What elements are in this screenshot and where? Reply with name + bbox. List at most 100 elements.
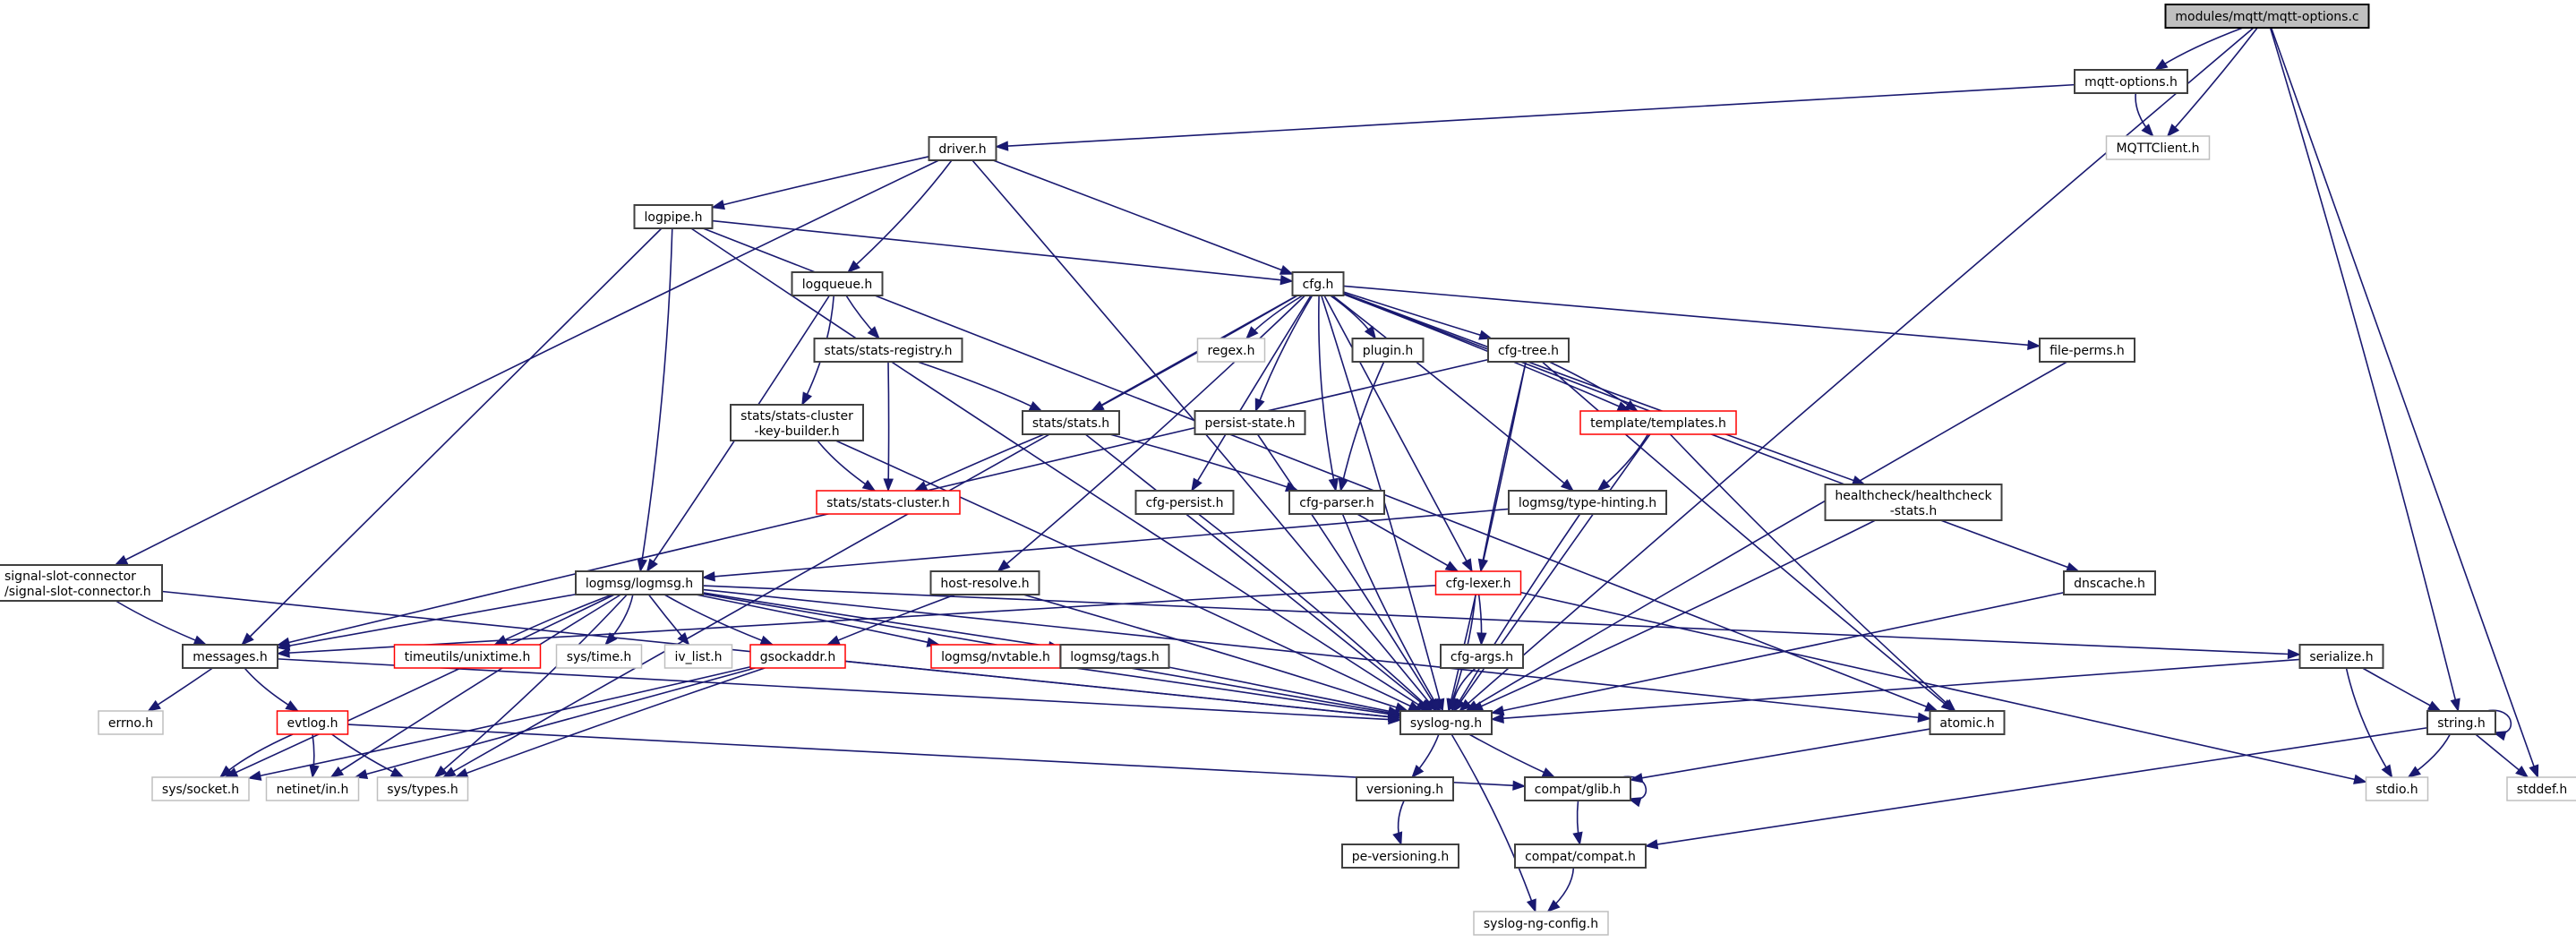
node-label: timeutils/unixtime.h <box>405 650 531 664</box>
node-cfg-tree-h[interactable]: cfg-tree.h <box>1487 338 1570 363</box>
edge-messages_h-to-syslog_ng_h <box>277 658 1402 725</box>
node-file-perms-h[interactable]: file-perms.h <box>2039 338 2135 363</box>
arrowhead-icon <box>329 766 345 778</box>
node-label: atomic.h <box>1939 716 1994 731</box>
node-compat-glib-h[interactable]: compat/glib.h <box>1524 776 1631 801</box>
edge-compat_compat_h-to-syslog_ng_config_h <box>1546 867 1575 912</box>
edge-cfg_h-to-host_resolve_h <box>997 295 1306 572</box>
arrowhead-icon <box>701 571 715 582</box>
node-cfg-lexer-h[interactable]: cfg-lexer.h <box>1434 570 1522 595</box>
arrowhead-icon <box>867 326 880 340</box>
node-cfg-args-h[interactable]: cfg-args.h <box>1440 644 1524 669</box>
edge-cfg_tree_h-to-templates_h <box>1548 361 1639 412</box>
arrowhead-icon <box>2027 339 2041 351</box>
node-persist-state-h[interactable]: persist-state.h <box>1194 410 1306 435</box>
node-label: logmsg/type-hinting.h <box>1519 496 1656 510</box>
node-box <box>663 644 733 669</box>
arrowhead-icon <box>276 640 291 651</box>
edge-cfg_h-to-persist_state_h <box>1254 295 1314 413</box>
arrowhead-icon <box>276 647 290 658</box>
node-label: syslog-ng-config.h <box>1484 917 1598 931</box>
node-atomic-h[interactable]: atomic.h <box>1929 710 2006 735</box>
node-label: persist-state.h <box>1204 416 1295 431</box>
node-box <box>265 776 360 801</box>
node-string-h[interactable]: string.h <box>2426 710 2496 735</box>
arrowhead-icon <box>997 559 1011 572</box>
node-compat-compat-h[interactable]: compat/compat.h <box>1514 844 1647 869</box>
node-signal-slot-h[interactable]: signal-slot-connector/signal-slot-connec… <box>0 564 163 602</box>
arrowhead-icon <box>2141 124 2154 138</box>
node-host-resolve-h[interactable]: host-resolve.h <box>929 570 1040 595</box>
node-cfg-parser-h[interactable]: cfg-parser.h <box>1288 490 1385 515</box>
arrowhead-icon <box>637 558 647 573</box>
node-driver-h[interactable]: driver.h <box>928 136 997 161</box>
node-nvtable-h[interactable]: logmsg/nvtable.h <box>930 644 1061 669</box>
node-box <box>2063 570 2156 595</box>
edge-cfg_h-to-type_hinting_h <box>1331 295 1575 492</box>
edge-driver_h-to-logqueue_h <box>847 159 953 273</box>
node-label: sys/time.h <box>567 650 632 664</box>
node-label: logqueue.h <box>802 278 873 292</box>
node-stddef-h: stddef.h <box>2506 776 2576 801</box>
node-label: compat/glib.h <box>1535 783 1621 797</box>
node-box <box>1134 490 1235 515</box>
edge-logmsg_h-to-iv_list_h <box>647 594 690 647</box>
node-cfg-h[interactable]: cfg.h <box>1291 271 1345 296</box>
edges-layer <box>114 27 2539 913</box>
arrowhead-icon <box>1461 558 1473 573</box>
node-unixtime-h[interactable]: timeutils/unixtime.h <box>393 644 542 669</box>
node-logqueue-h[interactable]: logqueue.h <box>791 271 884 296</box>
node-evtlog-h[interactable]: evtlog.h <box>276 710 349 735</box>
arrowhead-icon <box>1338 477 1348 492</box>
node-pe-versioning-h[interactable]: pe-versioning.h <box>1341 844 1459 869</box>
node-serialize-h[interactable]: serialize.h <box>2298 644 2384 669</box>
node-type-hinting-h[interactable]: logmsg/type-hinting.h <box>1508 490 1667 515</box>
edge-syslog_ng_h-to-versioning_h <box>1411 733 1440 779</box>
edge-cfg_h-to-cfg_tree_h <box>1343 291 1493 340</box>
edge-gsockaddr_h-to-sys_socket_h <box>247 665 751 781</box>
node-box <box>555 644 643 669</box>
node-plugin-h[interactable]: plugin.h <box>1351 338 1425 363</box>
node-cfg-persist-h[interactable]: cfg-persist.h <box>1134 490 1235 515</box>
node-gsockaddr-h[interactable]: gsockaddr.h <box>749 644 846 669</box>
node-stdio-h: stdio.h <box>2365 776 2429 801</box>
arrowhead-icon <box>2381 764 2393 779</box>
node-label: sys/types.h <box>387 783 458 797</box>
node-label: signal-slot-connector <box>4 569 136 584</box>
node-root[interactable]: modules/mqtt/mqtt-options.c <box>2164 4 2370 29</box>
node-mqtt-options-h[interactable]: mqtt-options.h <box>2074 69 2188 94</box>
node-syslog-ng-h[interactable]: syslog-ng.h <box>1399 710 1493 735</box>
node-versioning-h[interactable]: versioning.h <box>1356 776 1454 801</box>
node-logpipe-h[interactable]: logpipe.h <box>633 204 714 229</box>
arrowhead-icon <box>1490 713 1504 724</box>
edge-cfg_lexer_h-to-stdio_h <box>1520 591 2367 784</box>
arrowhead-icon <box>1447 698 1458 713</box>
edge-string_h-to-compat_compat_h <box>1644 726 2428 850</box>
node-stats-stats-h[interactable]: stats/stats.h <box>1022 410 1120 435</box>
node-stats-ckb-h[interactable]: stats/stats-cluster-key-builder.h <box>730 404 864 441</box>
edge-driver_h-to-cfg_h <box>992 159 1294 275</box>
node-box <box>1473 911 1609 936</box>
arrowhead-icon <box>2065 561 2080 572</box>
edge-syslog_ng_h-to-compat_glib_h <box>1468 733 1556 778</box>
node-logmsg-h[interactable]: logmsg/logmsg.h <box>575 570 704 595</box>
node-dnscache-h[interactable]: dnscache.h <box>2063 570 2156 595</box>
node-stats-registry-h[interactable]: stats/stats-registry.h <box>813 338 963 363</box>
arrowhead-icon <box>1478 330 1493 340</box>
node-box <box>1929 710 2006 735</box>
node-healthcheck-h[interactable]: healthcheck/healthcheck-stats.h <box>1824 484 2003 521</box>
arrowhead-icon <box>285 700 300 712</box>
node-stats-cluster-h[interactable]: stats/stats-cluster.h <box>816 490 961 515</box>
arrowhead-icon <box>995 141 1009 151</box>
node-messages-h[interactable]: messages.h <box>182 644 278 669</box>
arrowhead-icon <box>2450 698 2460 713</box>
node-box <box>2039 338 2135 363</box>
node-box <box>749 644 846 669</box>
edge-cfg_h-to-healthcheck_h <box>1343 292 1866 485</box>
node-label: cfg-lexer.h <box>1445 577 1511 591</box>
edge-cfg_h-to-plugin_h <box>1330 295 1377 340</box>
arrowhead-icon <box>2492 731 2507 741</box>
node-tags-h[interactable]: logmsg/tags.h <box>1059 644 1170 669</box>
node-templates-h[interactable]: template/templates.h <box>1579 410 1737 435</box>
